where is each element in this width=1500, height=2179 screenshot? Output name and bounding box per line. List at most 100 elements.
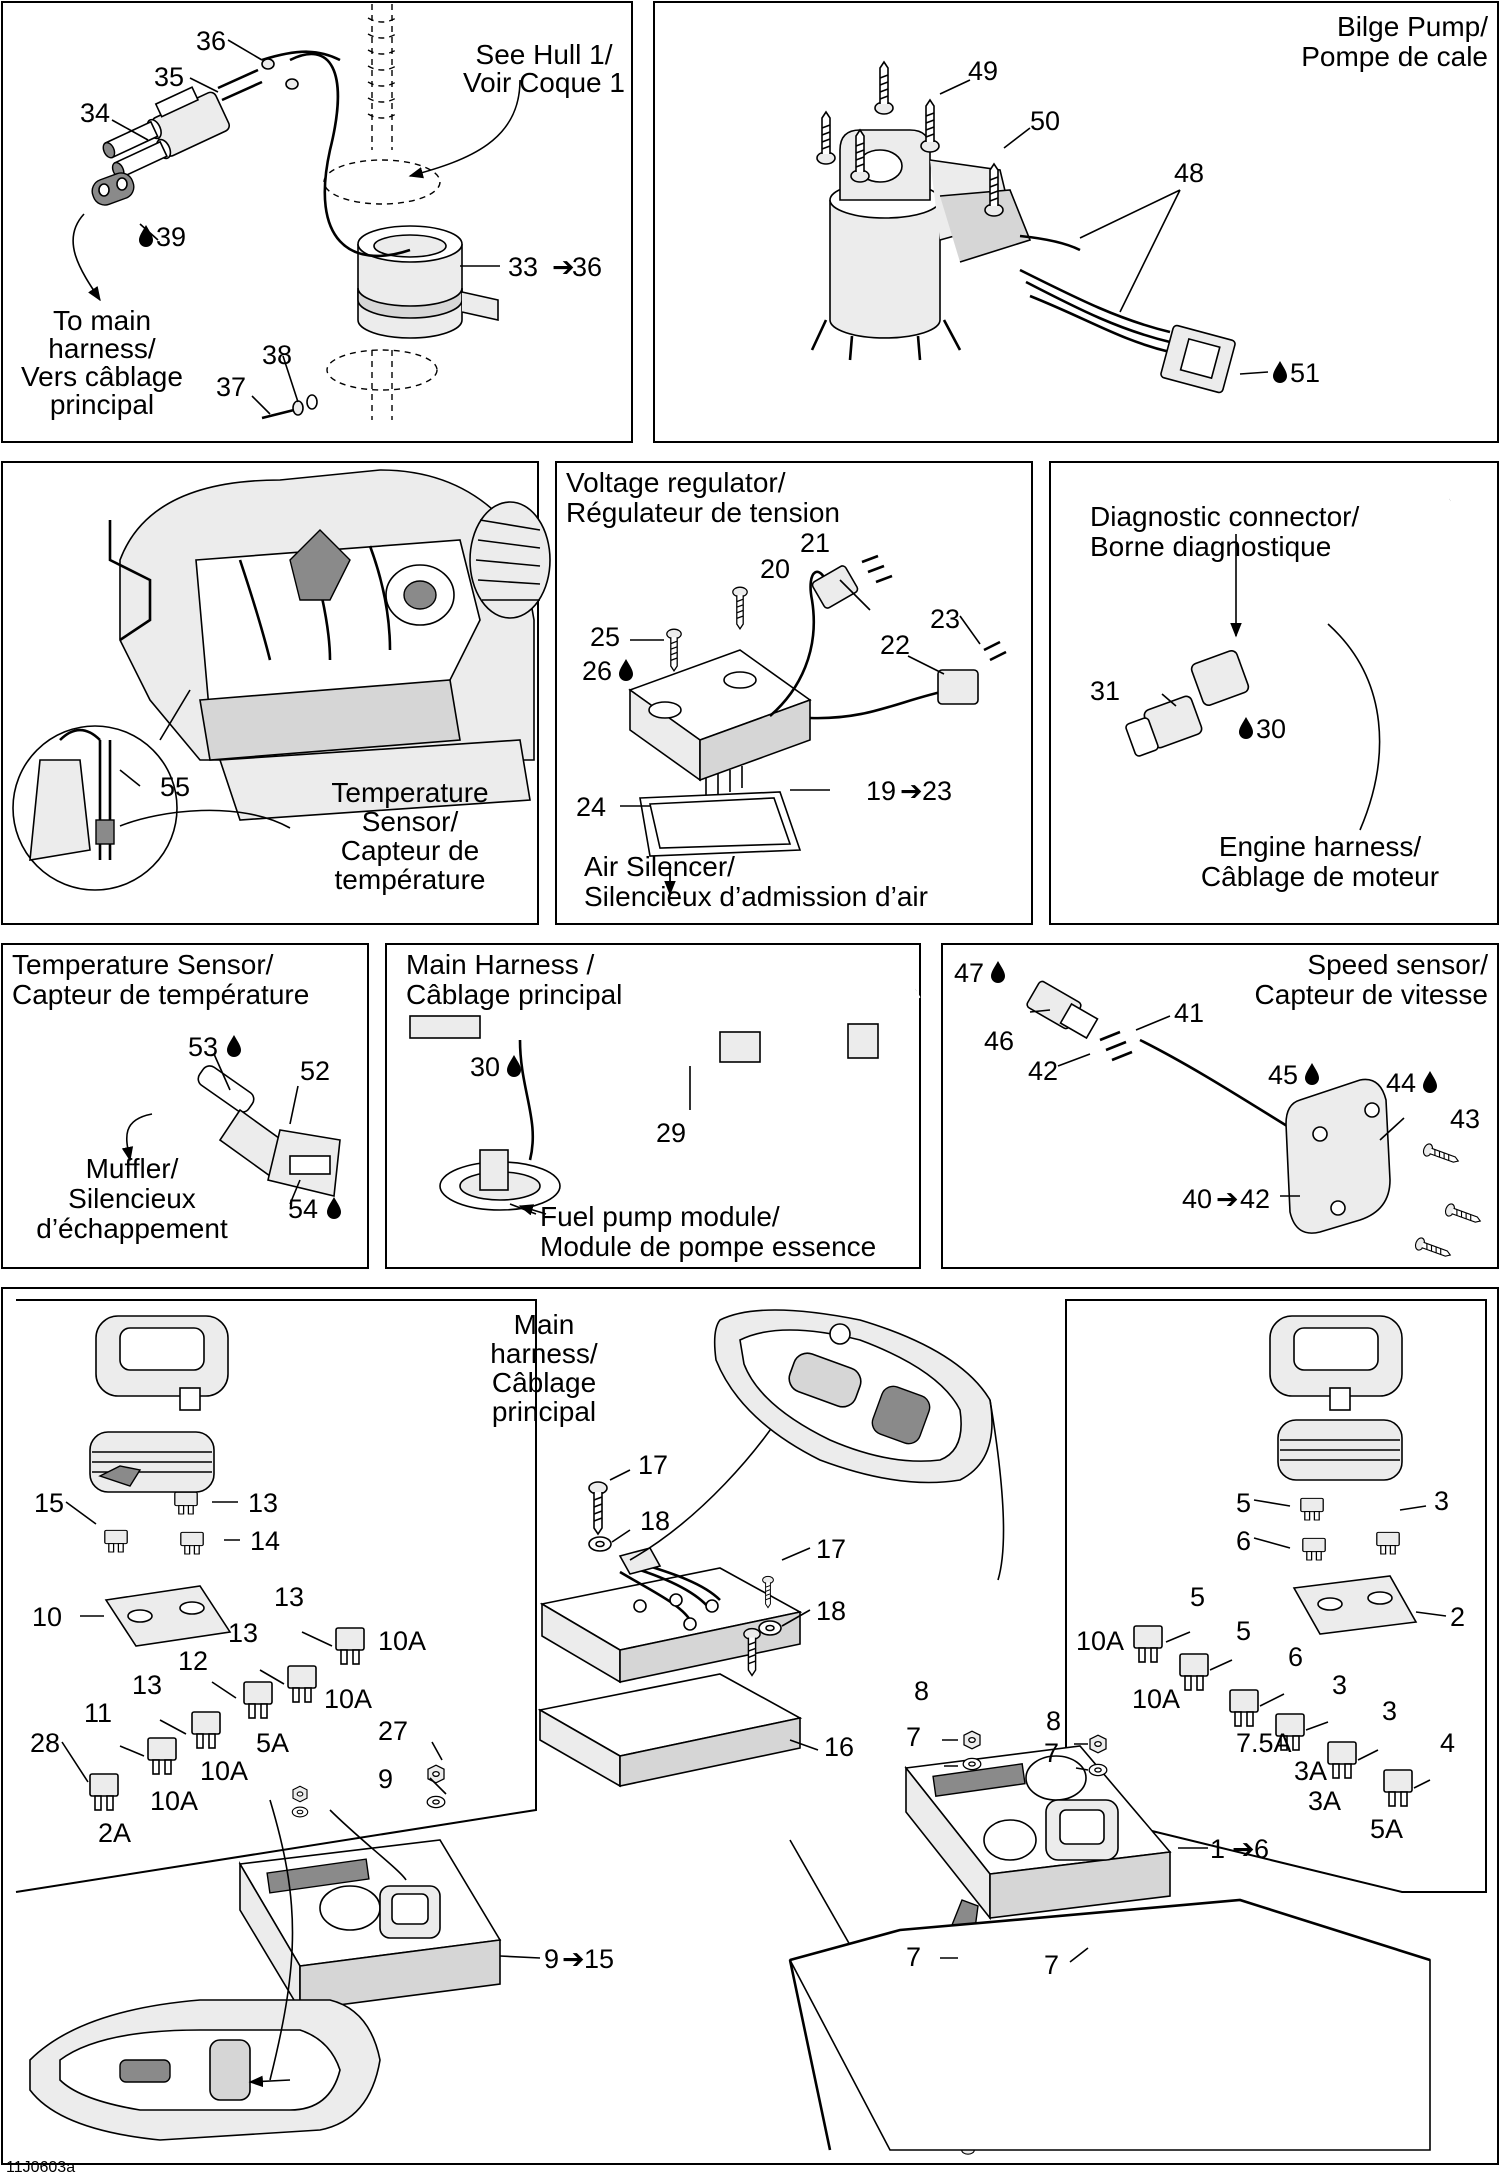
panel-speed-sensor [941,943,1499,1269]
muffler-label-1: Muffler/ [86,1153,179,1184]
amp-10a-1: 10A [378,1626,426,1656]
callout-7d: 7 [1044,1950,1059,1980]
callout-28: 27 [378,1716,408,1746]
callout-18b: 18 [816,1596,846,1626]
amp-5a-r: 5A [1370,1814,1403,1844]
arrow-icon: ➔ [552,252,575,282]
mainharness-title-1: Main Harness / [406,949,595,980]
grease-drop-icon [139,225,153,247]
engine-temp-label-3: Capteur de [341,835,480,866]
callout-13c: 13 [228,1618,258,1648]
to-main-label-3: Vers câblage [21,361,183,392]
panel-temperature-sensor [1,943,369,1269]
callout-13e: 11 [84,1698,112,1728]
engine-harness-label-2: Câblage de moteur [1201,861,1439,892]
callout-5c: 5 [1236,1616,1251,1646]
watercraft-top-view [713,1309,1005,1581]
panel-main-harness [385,943,921,1269]
callout-13b: 13 [274,1582,304,1612]
amp-2a: 2A [98,1818,131,1848]
callout-41: 41 [1174,998,1204,1028]
air-silencer-label-2: Silencieux d’admission d’air [584,881,928,912]
center-bracket-drawing [537,1399,871,1982]
callout-36b: 36 [572,252,602,282]
callout-7c: 7 [906,1942,921,1972]
callout-18a: 18 [640,1506,670,1536]
engine-temp-label-4: température [335,864,486,895]
amp-10a-4: 10A [150,1786,198,1816]
callout-19: 19 [866,776,896,806]
panel-voltage-regulator [555,461,1033,925]
callout-39: 39 [156,222,186,252]
callout-44: 44 [1386,1068,1416,1098]
callout-45: 45 [1268,1060,1298,1090]
grease-drop-icon [991,961,1005,983]
hull-drawing [72,4,521,420]
callout-8b: 8 [1046,1706,1061,1736]
callout-30: 30 [470,1052,500,1082]
amp-7-5a: 7.5A [1236,1728,1292,1758]
panel-diagnostic-connector [1049,461,1499,925]
amp-10a-3: 10A [200,1756,248,1786]
arrow-icon: ➔ [1216,1184,1239,1214]
callout-7a: 7 [906,1722,921,1752]
callout-27: 9 [378,1764,393,1794]
callout-30: 30 [1256,714,1286,744]
bilge-pump-drawing [810,61,1269,394]
callout-51: 51 [1290,358,1320,388]
diagnostic-connector-labels: Diagnostic connector/ Borne diagnostique… [1090,501,1439,892]
callout-21: 21 [800,528,830,558]
bilge-title-2: Pompe de cale [1301,41,1488,72]
to-main-label-4: principal [50,389,154,420]
callout-9-number: 9 [544,1944,559,1974]
temperature-sensor-drawing [121,1053,341,1205]
callout-20: 20 [760,554,790,584]
callout-34: 34 [80,98,110,128]
speed-sensor-drawing [1026,980,1483,1262]
callout-10: 10 [32,1602,62,1632]
bilge-title-1: Bilge Pump/ [1337,11,1488,42]
callout-3a: 3 [1434,1486,1449,1516]
callout-5a: 5 [1236,1488,1251,1518]
callout-47: 47 [954,958,984,988]
callout-3c: 3 [1382,1696,1397,1726]
callout-26: 26 [582,656,612,686]
fuse-box-right-drawing [788,1315,1447,2155]
fuse-box-left-outline [15,1299,537,1893]
grease-drop-icon [507,1055,521,1077]
main-harness-drawing [409,982,922,1216]
callout-42b: 42 [1240,1184,1270,1214]
callout-42a: 42 [1028,1056,1058,1086]
callout-48: 48 [1174,158,1204,188]
see-hull-label-2: Voir Coque 1 [463,67,625,98]
voltage-title-2: Régulateur de tension [566,497,840,528]
callout-54: 54 [288,1194,318,1224]
muffler-label-3: d’échappement [36,1213,228,1244]
callout-16: 16 [824,1732,854,1762]
callout-29: 29 [656,1118,686,1148]
speed-sensor-labels: Speed sensor/ Capteur de vitesse 47 46 4… [954,949,1488,1214]
panel-fuse-boxes [1,1287,1499,2165]
callout-15b: 15 [584,1944,614,1974]
callout-1: 1 [1210,1834,1225,1864]
air-silencer-label-1: Air Silencer/ [584,851,735,882]
panel-hull [1,1,633,443]
diag-title-2: Borne diagnostique [1090,531,1331,562]
callout-50: 50 [1030,106,1060,136]
callout-23a: 23 [930,604,960,634]
engine-harness-label-1: Engine harness/ [1219,831,1422,862]
grease-drop-icon [327,1197,341,1219]
main-harness-label-3: Câblage [492,1367,596,1398]
grease-drop-icon [227,1035,241,1057]
speed-title-1: Speed sensor/ [1307,949,1488,980]
callout-8a: 8 [914,1676,929,1706]
panel-engine [1,461,539,925]
callout-7b: 7 [1044,1738,1059,1768]
arrow-icon: ➔ [562,1944,585,1974]
engine-drawing [12,469,551,891]
callout-4: 4 [1440,1728,1455,1758]
panel-bilge-pump [653,1,1499,443]
grease-drop-icon [1305,1063,1319,1085]
fuse-box-left-labels: 15 13 14 10 13 13 12 13 11 28 27 9 9 10A… [30,1488,426,1848]
engine-temp-label-2: Sensor/ [362,806,459,837]
